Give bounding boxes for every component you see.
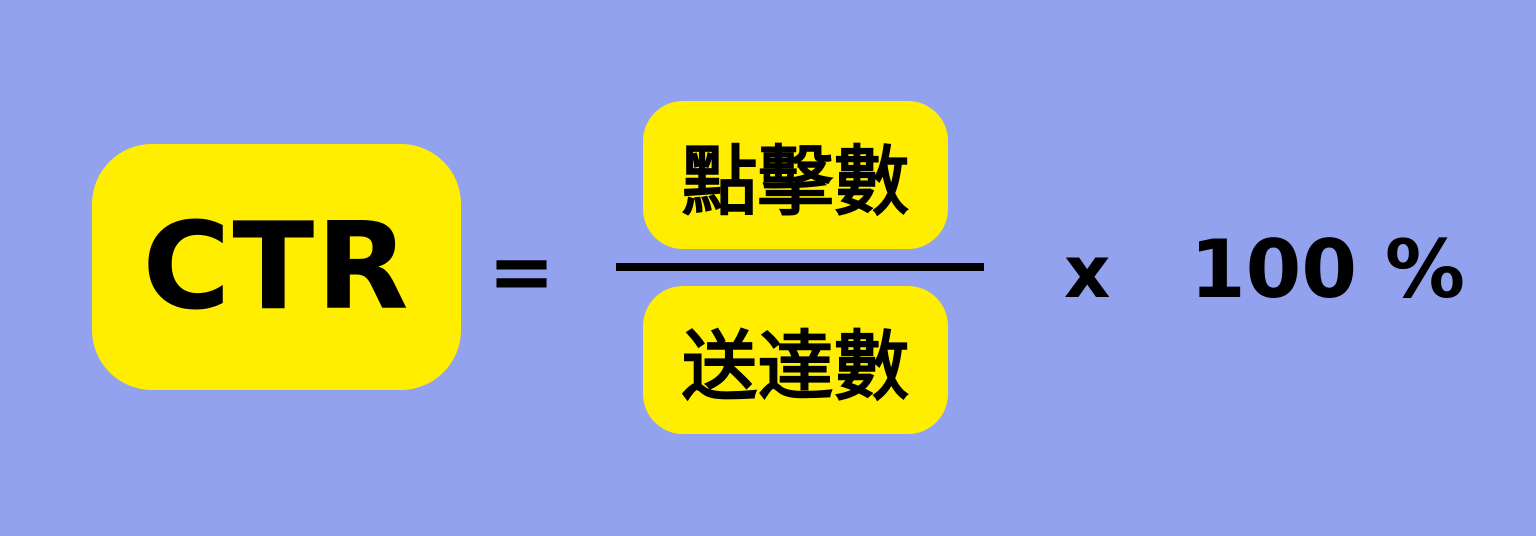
numerator-clicks: 點擊數 bbox=[643, 101, 948, 249]
multiplier-percent: 100 % bbox=[1190, 223, 1465, 316]
denominator-delivered: 送達數 bbox=[643, 286, 948, 434]
times-sign: x bbox=[1064, 230, 1111, 314]
equals-sign: = bbox=[488, 225, 556, 318]
fraction-bar bbox=[616, 263, 984, 271]
ctr-label: CTR bbox=[92, 144, 461, 390]
